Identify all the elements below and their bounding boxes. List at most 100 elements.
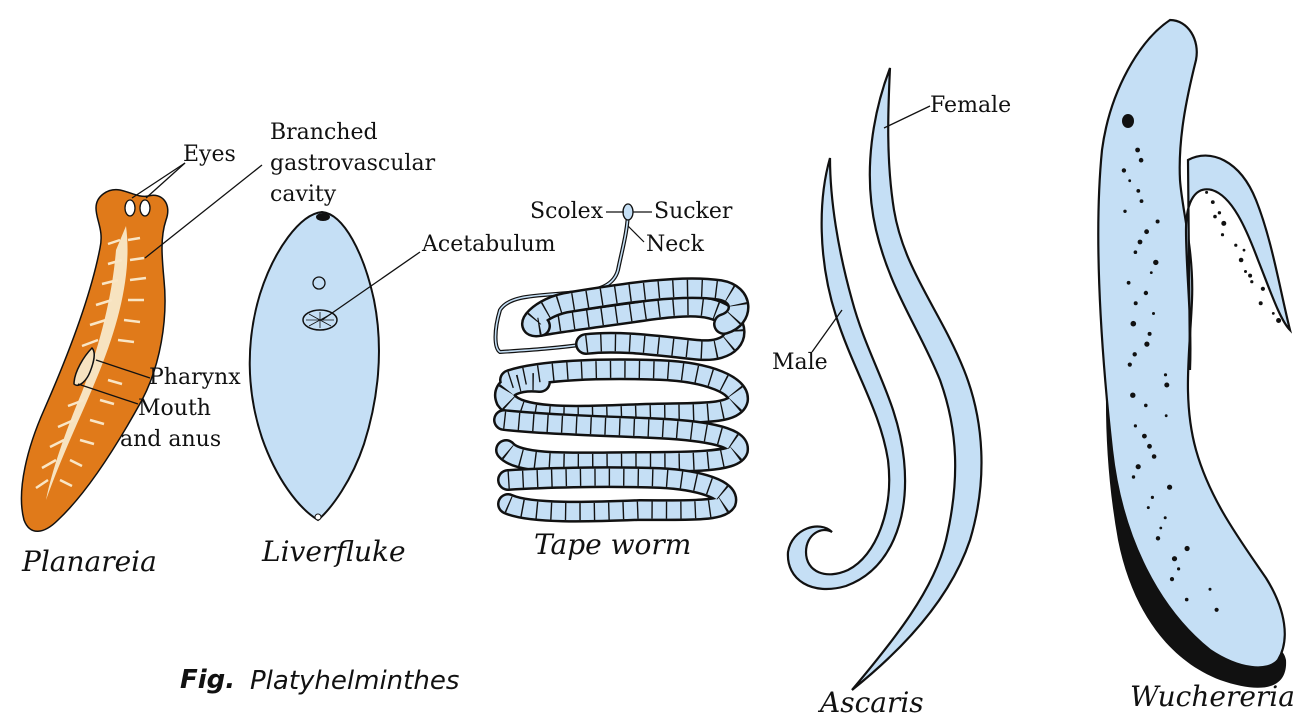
- planaria-illustration: [21, 163, 262, 531]
- nucleus-dot: [1221, 233, 1224, 236]
- nucleus-dot: [1128, 179, 1131, 182]
- wuchereria-head-spot: [1122, 114, 1134, 128]
- nucleus-dot: [1134, 250, 1138, 254]
- label-female: Female: [930, 93, 1011, 119]
- nucleus-dot: [1132, 475, 1135, 478]
- label-gastro-1: Branched: [270, 120, 378, 146]
- nucleus-dot: [1134, 301, 1138, 305]
- nucleus-dot: [1150, 271, 1153, 274]
- nucleus-dot: [1139, 158, 1144, 163]
- nucleus-dot: [1133, 352, 1137, 356]
- label-male: Male: [772, 350, 828, 376]
- nucleus-dot: [1185, 598, 1189, 602]
- label-eyes: Eyes: [183, 142, 236, 168]
- nucleus-dot: [1130, 393, 1135, 398]
- planaria-eye-right: [140, 200, 150, 216]
- nucleus-dot: [1147, 506, 1150, 509]
- nucleus-dot: [1159, 527, 1162, 530]
- leader-neck: [628, 226, 644, 242]
- small-pore: [313, 277, 325, 289]
- nucleus-dot: [1239, 258, 1244, 263]
- oral-sucker: [316, 213, 330, 221]
- nucleus-dot: [1218, 211, 1221, 214]
- nucleus-dot: [1215, 608, 1219, 612]
- nucleus-dot: [1221, 221, 1226, 226]
- leader-male: [812, 310, 842, 352]
- nucleus-dot: [1213, 215, 1217, 219]
- nucleus-dot: [1243, 249, 1246, 252]
- nucleus-dot: [1123, 210, 1126, 213]
- nucleus-dot: [1156, 220, 1160, 224]
- ascaris-illustration: [788, 68, 982, 690]
- nucleus-dot: [1138, 240, 1143, 245]
- nucleus-dot: [1147, 444, 1152, 449]
- nucleus-dot: [1185, 546, 1190, 551]
- label-acetabulum: Acetabulum: [422, 232, 556, 258]
- nucleus-dot: [1136, 189, 1140, 193]
- nucleus-dot: [1234, 244, 1237, 247]
- name-wuchereria: Wuchereria: [1130, 680, 1295, 713]
- nucleus-dot: [1153, 260, 1158, 265]
- name-tapeworm: Tape worm: [534, 528, 691, 561]
- tapeworm-band: [508, 477, 726, 511]
- nucleus-dot: [1156, 536, 1160, 540]
- label-gastro-2: gastrovascular: [270, 151, 435, 177]
- nucleus-dot: [1167, 485, 1172, 490]
- liverfluke-body: [250, 212, 379, 520]
- nucleus-dot: [1142, 434, 1147, 439]
- nucleus-dot: [1205, 191, 1208, 194]
- label-neck: Neck: [646, 232, 704, 258]
- label-gastro-3: cavity: [270, 182, 336, 208]
- nucleus-dot: [1165, 414, 1168, 417]
- nucleus-dot: [1152, 312, 1155, 315]
- nucleus-dot: [1144, 291, 1148, 295]
- nucleus-dot: [1136, 464, 1141, 469]
- nucleus-dot: [1172, 556, 1177, 561]
- nucleus-dot: [1276, 318, 1281, 323]
- nucleus-dot: [1135, 148, 1140, 153]
- name-ascaris: Ascaris: [820, 686, 924, 719]
- nucleus-dot: [1144, 404, 1148, 408]
- label-sucker: Sucker: [654, 199, 732, 225]
- nucleus-dot: [1164, 373, 1167, 376]
- planaria-eye-left: [125, 200, 135, 216]
- nucleus-dot: [1127, 281, 1131, 285]
- nucleus-dot: [1148, 332, 1152, 336]
- liverfluke-illustration: [250, 212, 420, 520]
- wuchereria-body-coil: [1186, 156, 1290, 370]
- scolex-head: [623, 204, 633, 220]
- nucleus-dot: [1170, 577, 1174, 581]
- leader-female: [884, 106, 930, 128]
- nucleus-dot: [1151, 496, 1154, 499]
- leader-eyes-2: [146, 163, 185, 198]
- nucleus-dot: [1209, 588, 1212, 591]
- nucleus-dot: [1164, 383, 1169, 388]
- label-mouth-1: Mouth: [138, 396, 211, 422]
- nucleus-dot: [1259, 301, 1263, 305]
- wuchereria-illustration: [1098, 20, 1290, 688]
- nucleus-dot: [1177, 567, 1180, 570]
- nucleus-dot: [1248, 274, 1252, 278]
- label-scolex: Scolex: [530, 199, 603, 225]
- label-pharynx: Pharynx: [149, 365, 241, 391]
- nucleus-dot: [1261, 287, 1265, 291]
- nucleus-dot: [1131, 321, 1137, 327]
- nucleus-dot: [1211, 200, 1215, 204]
- name-planaria: Planareia: [22, 545, 157, 578]
- posterior-pore: [315, 514, 321, 520]
- nucleus-dot: [1152, 454, 1157, 459]
- nucleus-dot: [1134, 424, 1137, 427]
- tapeworm-coils: [504, 288, 739, 511]
- nucleus-dot: [1244, 270, 1247, 273]
- nucleus-dot: [1140, 199, 1144, 203]
- caption-text: Platyhelminthes: [250, 666, 459, 696]
- caption-fig-label: Fig.: [180, 665, 235, 695]
- leader-eyes-1: [132, 163, 185, 198]
- nucleus-dot: [1272, 312, 1275, 315]
- nucleus-dot: [1128, 363, 1132, 367]
- nucleus-dot: [1250, 280, 1253, 283]
- nucleus-dot: [1164, 516, 1167, 519]
- nucleus-dot: [1144, 229, 1149, 234]
